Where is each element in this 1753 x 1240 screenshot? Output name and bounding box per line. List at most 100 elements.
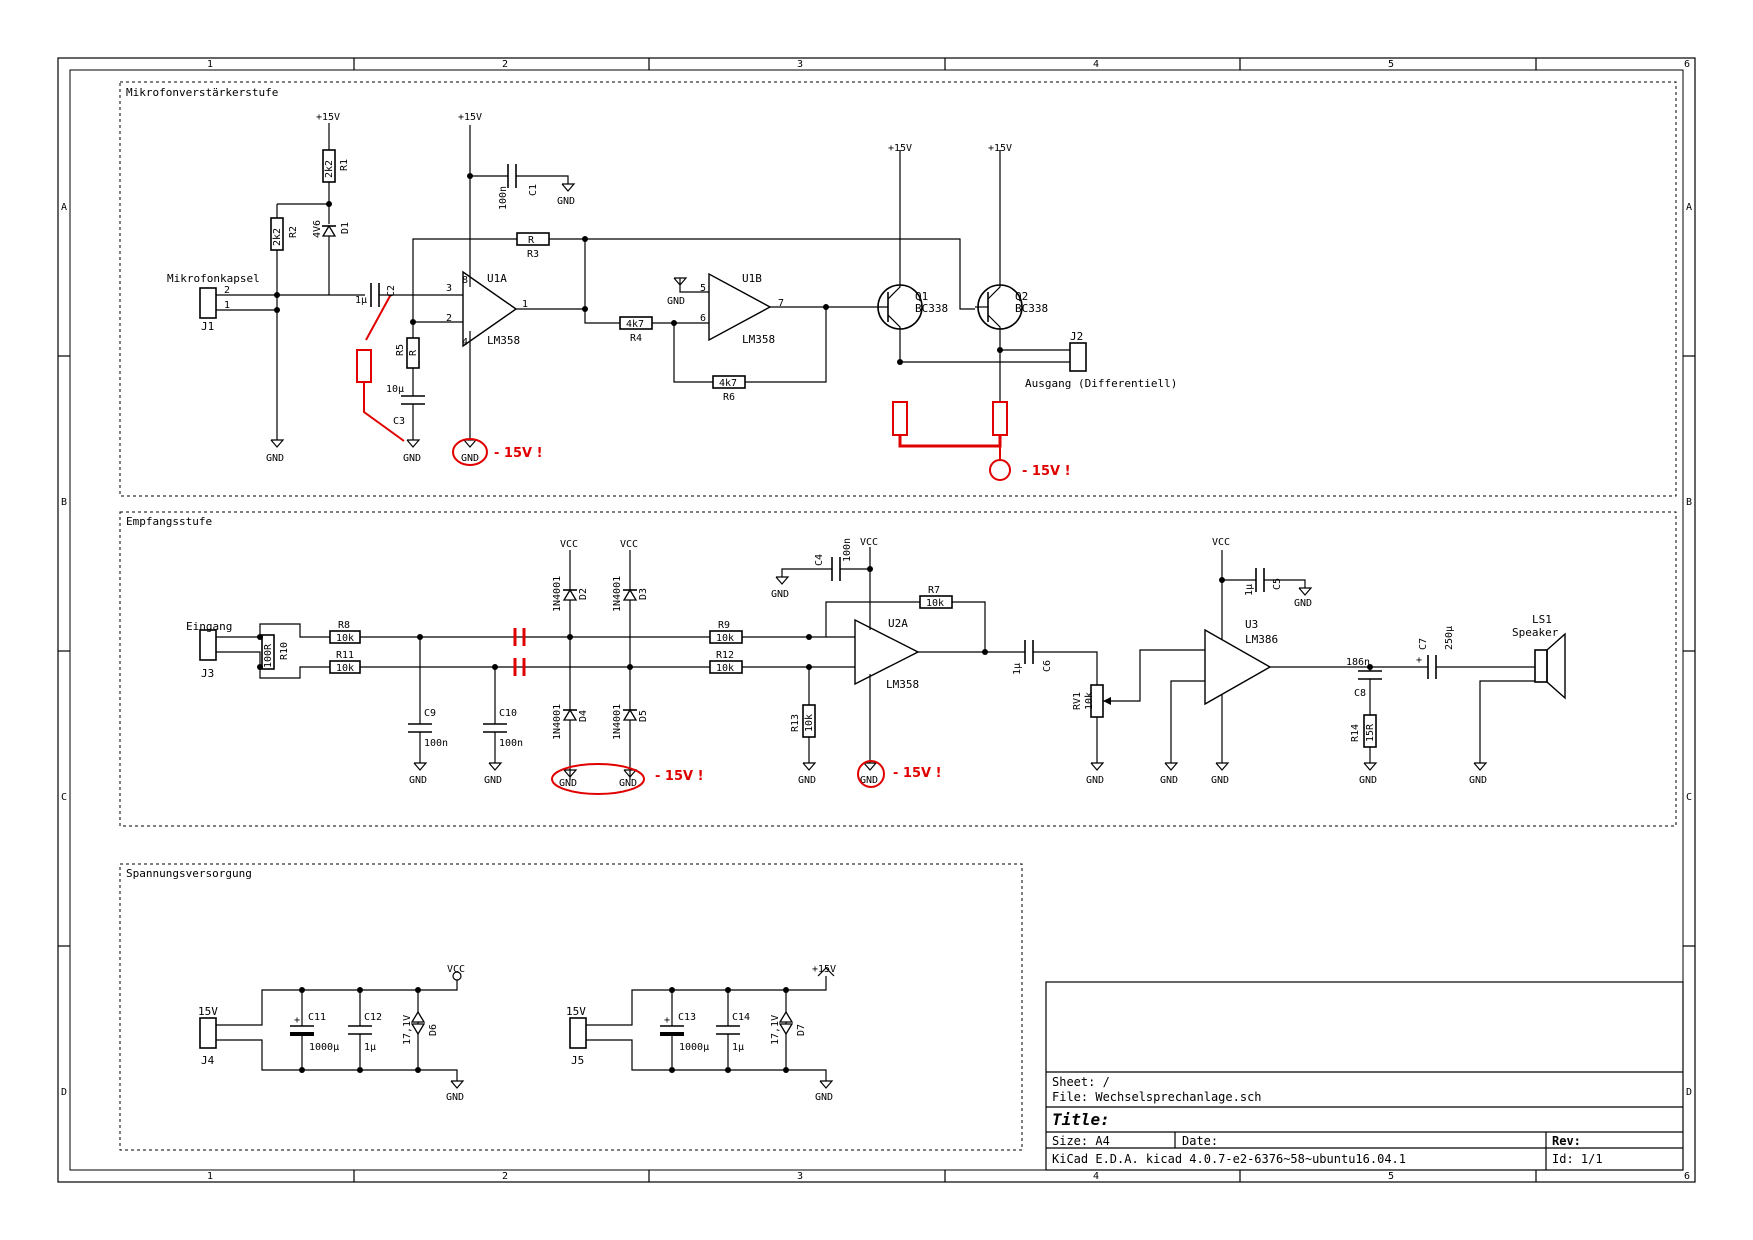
- c10-ref: C10: [499, 708, 517, 719]
- amplifier-u3[interactable]: [1204, 628, 1272, 706]
- vcc-label-u2a: VCC: [860, 537, 878, 548]
- c6-ref: C6: [1042, 660, 1053, 672]
- section-title-rx: Empfangsstufe: [126, 515, 212, 528]
- r2-ref: R2: [288, 226, 299, 238]
- col-label-2-bottom: 2: [502, 1171, 508, 1182]
- markup-circle-neg15: [989, 459, 1011, 481]
- u2a-value: LM358: [886, 678, 919, 691]
- tvs-d7[interactable]: [778, 1010, 794, 1023]
- opamp-u2a[interactable]: [854, 618, 920, 686]
- c2-ref: C2: [386, 285, 397, 297]
- col-label-2: 2: [502, 59, 508, 70]
- diode-d2[interactable]: [562, 588, 578, 601]
- r4-ref: R4: [630, 333, 642, 344]
- vcc-label-d2: VCC: [560, 539, 578, 550]
- gnd-label-u3: GND: [1160, 775, 1178, 786]
- r9-ref: R9: [718, 620, 730, 631]
- p15-label-r1: +15V: [316, 112, 340, 123]
- d4-value: 1N4001: [552, 704, 563, 740]
- d2-ref: D2: [578, 588, 589, 600]
- c9-value: 100n: [424, 738, 448, 749]
- rv1-value: 10k: [1084, 692, 1095, 710]
- row-label-a: A: [61, 202, 67, 213]
- zener-d1[interactable]: [321, 224, 337, 237]
- r8-ref: R8: [338, 620, 350, 631]
- r4-value: 4k7: [626, 319, 644, 330]
- c4-ref: C4: [814, 554, 825, 566]
- ls1-ref: LS1: [1532, 613, 1552, 626]
- gnd-label-r13: GND: [798, 775, 816, 786]
- connector-j5[interactable]: [569, 1017, 587, 1049]
- c14-value: 1µ: [732, 1042, 744, 1053]
- connector-j3[interactable]: [199, 629, 217, 661]
- opamp-u1a[interactable]: [462, 270, 518, 348]
- c3-value: 10µ: [386, 384, 404, 395]
- c13-plus: +: [664, 1015, 670, 1026]
- col-label-3-bottom: 3: [797, 1171, 803, 1182]
- markup-line-c2: [365, 295, 391, 341]
- markup-neg15-mic-2: - 15V !: [1022, 464, 1071, 479]
- j1-pin2: 2: [224, 285, 230, 296]
- c3-ref: C3: [393, 416, 405, 427]
- diode-d5[interactable]: [622, 708, 638, 721]
- diode-d4[interactable]: [562, 708, 578, 721]
- d1-ref: D1: [340, 222, 351, 234]
- col-label-4: 4: [1093, 59, 1099, 70]
- title-block: Sheet: / File: Wechselsprechanlage.sch T…: [1045, 981, 1684, 1171]
- r9-value: 10k: [716, 633, 734, 644]
- r13-value: 10k: [804, 714, 815, 732]
- tvs-d6[interactable]: [410, 1010, 426, 1023]
- col-label-4-bottom: 4: [1093, 1171, 1099, 1182]
- r6-value: 4k7: [719, 378, 737, 389]
- markup-neg15-rx-1: - 15V !: [655, 769, 704, 784]
- markup-resistor-mic: [356, 349, 372, 383]
- gnd-label-u1b: GND: [667, 296, 685, 307]
- u1b-value: LM358: [742, 333, 775, 346]
- connector-j1[interactable]: [199, 287, 217, 319]
- c11-ref: C11: [308, 1012, 326, 1023]
- tb-size: Size: A4: [1052, 1134, 1110, 1148]
- markup-neg15-mic-1: - 15V !: [494, 446, 543, 461]
- rv1-ref: RV1: [1072, 692, 1083, 710]
- gnd-label-c10: GND: [484, 775, 502, 786]
- gnd-label-d5: GND: [619, 778, 637, 789]
- d4-ref: D4: [578, 710, 589, 722]
- connector-j2[interactable]: [1069, 342, 1087, 372]
- speaker-ls1[interactable]: [1534, 649, 1548, 683]
- c14-ref: C14: [732, 1012, 750, 1023]
- section-title-psu: Spannungsversorgung: [126, 867, 252, 880]
- diode-d3[interactable]: [622, 588, 638, 601]
- u1a-pin1: 1: [522, 299, 528, 310]
- d7-value: 17,1V: [770, 1015, 781, 1045]
- c13-ref: C13: [678, 1012, 696, 1023]
- col-label-5-bottom: 5: [1388, 1171, 1394, 1182]
- gnd-label-rv1: GND: [1086, 775, 1104, 786]
- gnd-label-c3: GND: [403, 453, 421, 464]
- psu-stage: 15V J4 VCC GND + C11 1000µ C12 1µ 17,1V …: [198, 964, 836, 1103]
- j1-value: Mikrofonkapsel: [167, 272, 260, 285]
- d6-ref: D6: [428, 1024, 439, 1036]
- tb-date: Date:: [1182, 1134, 1218, 1148]
- gnd-label-psu1: GND: [446, 1092, 464, 1103]
- d2-value: 1N4001: [552, 576, 563, 612]
- resistor-r10[interactable]: [261, 634, 275, 670]
- tb-file: File: Wechselsprechanlage.sch: [1052, 1090, 1262, 1104]
- row-label-a-right: A: [1686, 202, 1692, 213]
- opamp-u1b[interactable]: [708, 272, 772, 342]
- connector-j4[interactable]: [199, 1017, 217, 1049]
- col-label-1-bottom: 1: [207, 1171, 213, 1182]
- j1-ref: J1: [201, 320, 214, 333]
- d6-value: 17,1V: [402, 1015, 413, 1045]
- c5-value: 1µ: [1244, 584, 1255, 596]
- r6-ref: R6: [723, 392, 735, 403]
- u1b-ref: U1B: [742, 272, 762, 285]
- q2-ref: Q2: [1015, 290, 1028, 303]
- vcc-label-psu: VCC: [447, 964, 465, 975]
- c11-value: 1000µ: [309, 1042, 339, 1053]
- c9-ref: C9: [424, 708, 436, 719]
- q1-ref: Q1: [915, 290, 928, 303]
- gnd-label-c1: GND: [557, 196, 575, 207]
- p15-label-q1: +15V: [888, 143, 912, 154]
- gnd-label-c4: GND: [771, 589, 789, 600]
